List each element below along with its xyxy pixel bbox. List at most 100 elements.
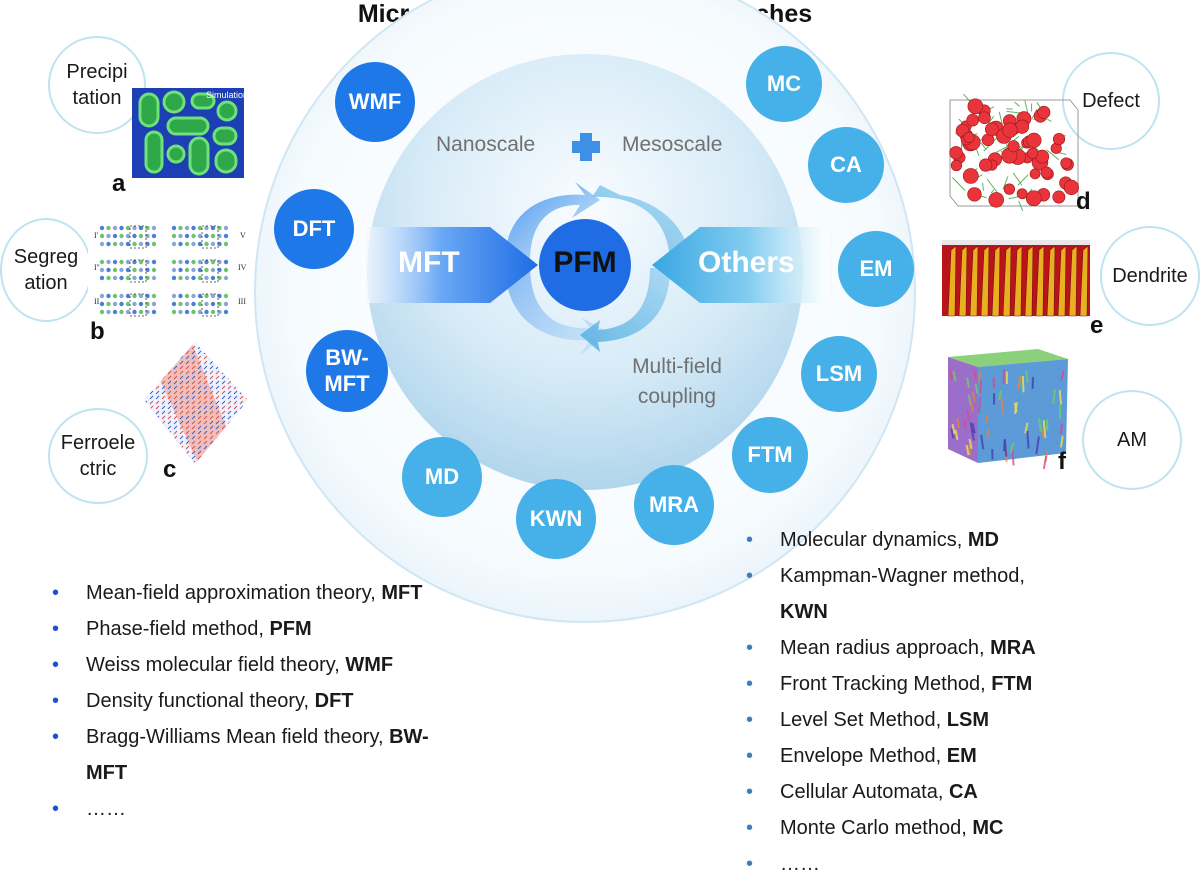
app-segregation-line2: ation: [24, 270, 67, 296]
precipitation-pattern: Simulation: [132, 88, 244, 178]
item-abbr: LSM: [947, 709, 989, 731]
item-text: Level Set Method,: [780, 709, 947, 731]
node-dft-label: DFT: [293, 216, 336, 242]
right-list-item: • Front Tracking Method, FTM: [742, 666, 1182, 702]
panel-letter-a: a: [112, 170, 125, 198]
segregation-lattice: I' V I'' IV II III: [88, 222, 250, 328]
am-cube: [938, 345, 1070, 470]
item-abbr: MRA: [990, 637, 1036, 659]
coupling-line2: coupling: [612, 382, 742, 412]
app-dendrite-label: Dendrite: [1112, 263, 1188, 289]
left-legend-list: • Mean-field approximation theory, MFT • P…: [48, 575, 568, 827]
dendrite-pattern: [942, 240, 1090, 318]
node-wmf-label: WMF: [349, 89, 402, 115]
bullet-icon: •: [52, 683, 59, 719]
item-abbr: FTM: [991, 673, 1032, 695]
right-legend-list: • Molecular dynamics, MD • Kampman-Wagner …: [742, 522, 1182, 882]
item-abbr: EM: [947, 745, 977, 767]
app-segregation-line1: Segreg: [14, 244, 79, 270]
left-list-item: •Bragg-Williams Mean field theory, BW-MF…: [48, 719, 568, 791]
node-ftm: FTM: [732, 417, 808, 493]
node-mc-label: MC: [767, 71, 801, 97]
thumb-precipitation: Simulation: [132, 88, 244, 178]
item-text: Molecular dynamics,: [780, 529, 968, 551]
node-lsm: LSM: [801, 336, 877, 412]
bullet-icon: •: [746, 558, 753, 594]
node-kwn: KWN: [516, 479, 596, 559]
lattice-label-4: IV: [238, 263, 247, 272]
app-ferroelectric: Ferroele ctric: [48, 408, 148, 504]
lattice-label-1: I': [94, 231, 99, 240]
item-text: Bragg-Williams Mean field theory,: [86, 726, 389, 748]
thumb-dendrite: [942, 240, 1090, 318]
app-precipitation-line1: Precipi: [66, 59, 127, 85]
mft-label: MFT: [398, 246, 460, 280]
item-text: Kampman-Wagner method,: [780, 565, 1025, 587]
item-text: Front Tracking Method,: [780, 673, 991, 695]
item-abbr: CA: [949, 781, 978, 803]
thumb-am: [938, 345, 1070, 470]
node-kwn-label: KWN: [530, 506, 583, 532]
panel-letter-c: c: [163, 456, 176, 484]
bullet-icon: •: [746, 846, 753, 882]
item-text: Phase-field method,: [86, 618, 269, 640]
node-dft: DFT: [274, 189, 354, 269]
simulation-tag: Simulation: [206, 90, 244, 100]
node-em-label: EM: [860, 256, 893, 282]
node-bw-mft-line1: BW-: [325, 345, 369, 371]
bullet-icon: •: [746, 738, 753, 774]
node-ca: CA: [808, 127, 884, 203]
item-abbr: MD: [968, 529, 999, 551]
item-abbr: BW-: [389, 726, 429, 748]
app-defect-label: Defect: [1082, 88, 1140, 114]
bullet-icon: •: [52, 647, 59, 683]
item-text: Mean-field approximation theory,: [86, 582, 381, 604]
node-em: EM: [838, 231, 914, 307]
node-ca-label: CA: [830, 152, 862, 178]
right-list-item: • ……: [742, 846, 1182, 882]
bullet-icon: •: [746, 630, 753, 666]
right-list-item: •Cellular Automata, CA: [742, 774, 1182, 810]
right-list-item: •Monte Carlo method, MC: [742, 810, 1182, 846]
app-precipitation-line2: tation: [73, 85, 122, 111]
bullet-icon: •: [746, 522, 753, 558]
panel-letter-e: e: [1090, 312, 1103, 340]
node-mra-label: MRA: [649, 492, 699, 518]
item-abbr-cont: KWN: [780, 601, 828, 623]
node-ftm-label: FTM: [747, 442, 792, 468]
app-dendrite: Dendrite: [1100, 226, 1200, 326]
mesoscale-label: Mesoscale: [622, 133, 722, 157]
others-label: Others: [698, 246, 795, 280]
pfm-label: PFM: [539, 246, 631, 280]
item-text: Mean radius approach,: [780, 637, 990, 659]
bullet-icon: •: [746, 702, 753, 738]
app-am-label: AM: [1117, 427, 1147, 453]
bullet-icon: •: [52, 719, 59, 755]
item-abbr: DFT: [315, 690, 354, 712]
right-list-item: • Kampman-Wagner method, KWN: [742, 558, 1182, 630]
thumb-defect: [936, 94, 1084, 212]
app-am: AM: [1082, 390, 1182, 490]
coupling-label: Multi-field coupling: [612, 352, 742, 412]
node-md: MD: [402, 437, 482, 517]
item-text: ……: [780, 853, 820, 875]
node-md-label: MD: [425, 464, 459, 490]
bullet-icon: •: [746, 666, 753, 702]
bullet-icon: •: [746, 810, 753, 846]
app-segregation: Segreg ation: [0, 218, 92, 322]
right-list-item: • Molecular dynamics, MD: [742, 522, 1182, 558]
app-ferroelectric-line2: ctric: [80, 456, 117, 482]
bullet-icon: •: [52, 791, 59, 827]
left-list-item: •……: [48, 791, 568, 827]
right-list-item: •Envelope Method, EM: [742, 738, 1182, 774]
defect-cube: [936, 94, 1084, 212]
item-abbr: MFT: [381, 582, 422, 604]
lattice-label-2: V: [240, 231, 246, 240]
node-bw-mft-line2: MFT: [324, 371, 369, 397]
right-list-item: • Level Set Method, LSM: [742, 702, 1182, 738]
panel-letter-f: f: [1058, 448, 1066, 476]
node-wmf: WMF: [335, 62, 415, 142]
thumb-segregation: I' V I'' IV II III: [88, 222, 250, 328]
left-list-item: •Density functional theory, DFT: [48, 683, 568, 719]
